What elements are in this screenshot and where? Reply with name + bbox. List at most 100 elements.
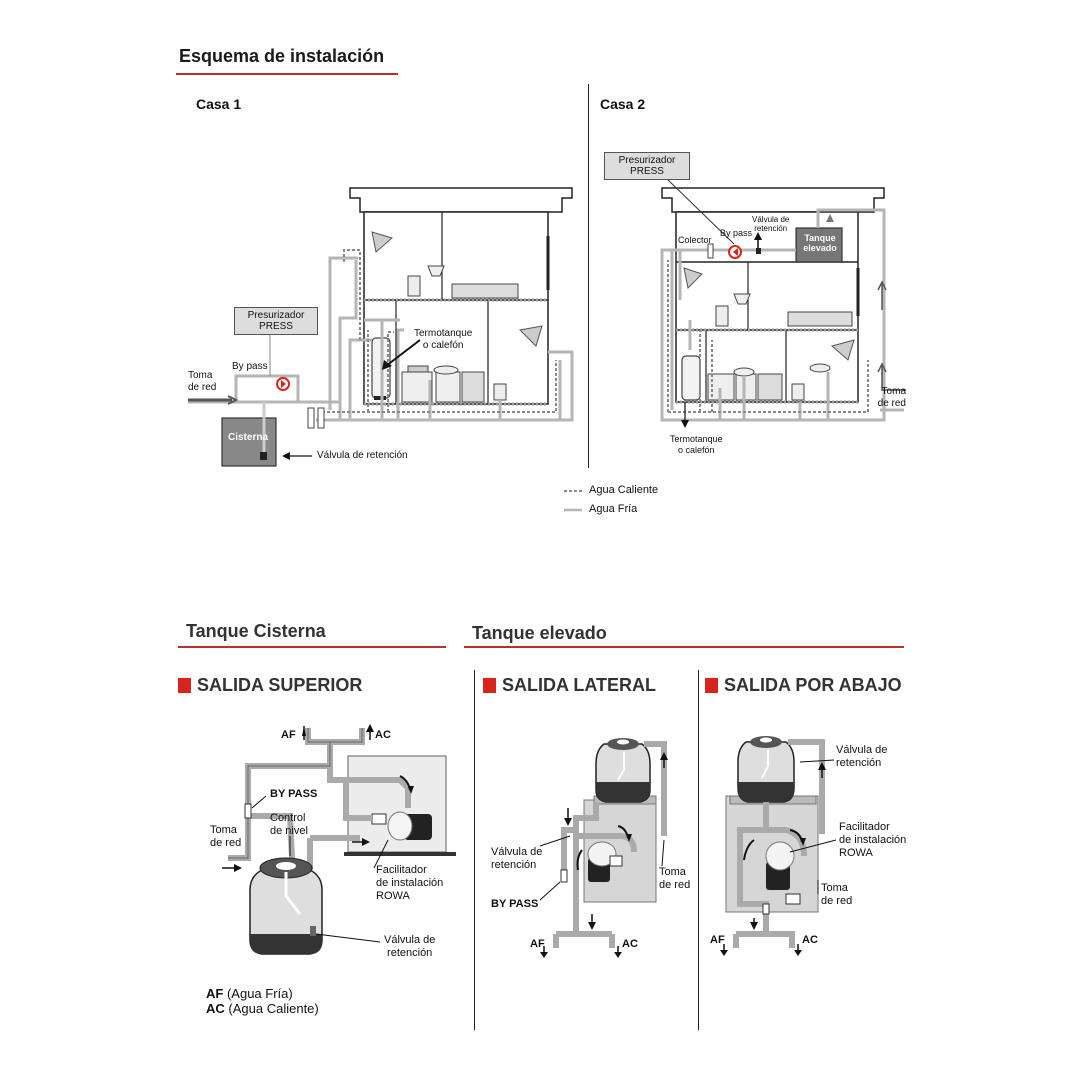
sup-legend-af: AF (Agua Fría) bbox=[206, 986, 319, 1001]
salida-superior-text: SALIDA SUPERIOR bbox=[197, 675, 363, 695]
lat-valvula-line2: retención bbox=[491, 859, 537, 871]
aba-valvula-label: Válvula de retención bbox=[836, 744, 887, 770]
sup-facilitador-line3: ROWA bbox=[376, 890, 410, 902]
aba-valvula-line2: retención bbox=[836, 757, 882, 769]
casa2-tanque-line1: Tanque bbox=[804, 233, 836, 243]
aba-facilitador-label: Facilitador de instalación ROWA bbox=[839, 821, 906, 860]
aba-toma-line2: de red bbox=[821, 895, 853, 907]
lat-toma-line1: Toma bbox=[659, 866, 686, 878]
aba-ac-label: AC bbox=[802, 934, 818, 946]
casa2-tanque-line2: elevado bbox=[803, 243, 837, 253]
sup-legend-af-def: (Agua Fría) bbox=[226, 986, 293, 1001]
sup-control-line2: de nivel bbox=[270, 825, 308, 837]
sup-facilitador-label: Facilitador de instalación ROWA bbox=[376, 864, 443, 903]
bottom-divider-2 bbox=[698, 670, 699, 1030]
legend-fria: Agua Fría bbox=[589, 503, 638, 515]
casa2-valvula-line1: Válvula de bbox=[752, 215, 790, 224]
sup-legend: AF (Agua Fría) AC (Agua Caliente) bbox=[206, 986, 319, 1016]
casa1-toma-line1: Toma bbox=[188, 370, 213, 381]
casa1-presurizador-line2: PRESS bbox=[259, 321, 293, 332]
casa2-house-diagram bbox=[660, 177, 906, 428]
casa1-termo-label: Termotanque o calefón bbox=[414, 328, 472, 352]
casa2-presurizador-line2: PRESS bbox=[630, 166, 664, 177]
aba-valvula-line1: Válvula de bbox=[836, 744, 888, 756]
casa2-presurizador-box: Presurizador PRESS bbox=[604, 152, 690, 180]
elevado-underline bbox=[464, 646, 904, 648]
sup-toma-line2: de red bbox=[210, 837, 242, 849]
sup-facilitador-line1: Facilitador bbox=[376, 864, 427, 876]
salida-superior-diagram bbox=[222, 724, 456, 955]
aba-toma-label: Toma de red bbox=[821, 882, 852, 908]
casa2-toma-label: Toma de red bbox=[876, 386, 906, 410]
sup-toma-line1: Toma bbox=[210, 824, 237, 836]
salida-lateral-text: SALIDA LATERAL bbox=[502, 675, 656, 695]
casa2-valvula-label: Válvula de retención bbox=[752, 215, 789, 233]
sup-legend-ac-def: (Agua Caliente) bbox=[228, 1001, 319, 1016]
salida-lateral-diagram bbox=[539, 738, 668, 958]
red-square-icon bbox=[178, 678, 191, 693]
casa1-termo-line1: Termotanque bbox=[414, 328, 473, 339]
salida-lateral-heading: SALIDA LATERAL bbox=[483, 675, 656, 696]
casa2-valvula-line2: retención bbox=[754, 224, 788, 233]
lat-valvula-label: Válvula de retención bbox=[491, 846, 542, 872]
tanque-cisterna-title: Tanque Cisterna bbox=[186, 621, 326, 641]
casa1-cisterna-label: Cisterna bbox=[228, 432, 269, 443]
salida-abajo-heading: SALIDA POR ABAJO bbox=[705, 675, 902, 696]
salida-abajo-text: SALIDA POR ABAJO bbox=[724, 675, 902, 695]
aba-facilitador-line3: ROWA bbox=[839, 847, 873, 859]
legend-lines bbox=[564, 490, 582, 512]
casa2-termo-line1: Termotanque bbox=[670, 434, 723, 444]
salida-superior-heading: SALIDA SUPERIOR bbox=[178, 675, 362, 696]
sup-bypass-label: BY PASS bbox=[270, 788, 318, 800]
casa2-termo-label: Termotanque o calefón bbox=[670, 434, 723, 456]
sup-legend-af-key: AF bbox=[206, 986, 224, 1001]
sup-facilitador-line2: de instalación bbox=[376, 877, 444, 889]
sup-control-line1: Control bbox=[270, 812, 306, 824]
sup-valvula-label: Válvula de retención bbox=[384, 934, 435, 960]
lat-ac-label: AC bbox=[622, 938, 638, 950]
salida-abajo-diagram bbox=[720, 736, 837, 956]
casa2-colector-label: Colector bbox=[678, 235, 712, 245]
lat-toma-line2: de red bbox=[659, 879, 691, 891]
sup-valvula-line1: Válvula de bbox=[384, 934, 436, 946]
casa1-bypass-label: By pass bbox=[232, 361, 268, 372]
sup-valvula-line2: retención bbox=[387, 947, 433, 959]
casa2-termo-line2: o calefón bbox=[678, 445, 715, 455]
title-underline bbox=[176, 73, 398, 75]
legend-caliente: Agua Caliente bbox=[589, 484, 659, 496]
page-title: Esquema de instalación bbox=[179, 46, 385, 66]
sup-control-label: Control de nivel bbox=[270, 812, 308, 838]
aba-facilitador-line1: Facilitador bbox=[839, 821, 890, 833]
casa1-house-diagram bbox=[188, 187, 574, 467]
casa-divider bbox=[588, 84, 589, 468]
bottom-divider-1 bbox=[474, 670, 475, 1030]
sup-legend-ac: AC (Agua Caliente) bbox=[206, 1001, 319, 1016]
casa2-bypass-label: By pass bbox=[720, 228, 753, 238]
casa1-termo-line2: o calefón bbox=[422, 340, 464, 351]
casa2-tanque-label: Tanque elevado bbox=[798, 233, 842, 253]
cisterna-underline bbox=[178, 646, 446, 648]
casa1-toma-label: Toma de red bbox=[188, 370, 216, 394]
casa1-toma-line2: de red bbox=[188, 382, 217, 393]
lat-af-label: AF bbox=[530, 938, 545, 950]
sup-ac-label: AC bbox=[375, 729, 391, 741]
sup-legend-ac-key: AC bbox=[206, 1001, 225, 1016]
red-square-icon bbox=[705, 678, 718, 693]
casa2-presurizador-line1: Presurizador bbox=[618, 155, 676, 166]
aba-toma-line1: Toma bbox=[821, 882, 848, 894]
casa1-title: Casa 1 bbox=[196, 96, 242, 112]
lat-bypass-label: BY PASS bbox=[491, 898, 539, 910]
casa2-toma-line1: Toma bbox=[881, 386, 906, 397]
red-square-icon bbox=[483, 678, 496, 693]
lat-toma-label: Toma de red bbox=[659, 866, 690, 892]
tanque-elevado-title: Tanque elevado bbox=[472, 623, 607, 643]
casa1-presurizador-box: Presurizador PRESS bbox=[234, 307, 318, 335]
lat-valvula-line1: Válvula de bbox=[491, 846, 543, 858]
casa1-valvula-label: Válvula de retención bbox=[317, 450, 408, 461]
sup-toma-label: Toma de red bbox=[210, 824, 241, 850]
casa1-presurizador-line1: Presurizador bbox=[247, 310, 305, 321]
aba-facilitador-line2: de instalación bbox=[839, 834, 907, 846]
casa2-toma-line2: de red bbox=[877, 398, 906, 409]
casa2-title: Casa 2 bbox=[600, 96, 646, 112]
aba-af-label: AF bbox=[710, 934, 725, 946]
